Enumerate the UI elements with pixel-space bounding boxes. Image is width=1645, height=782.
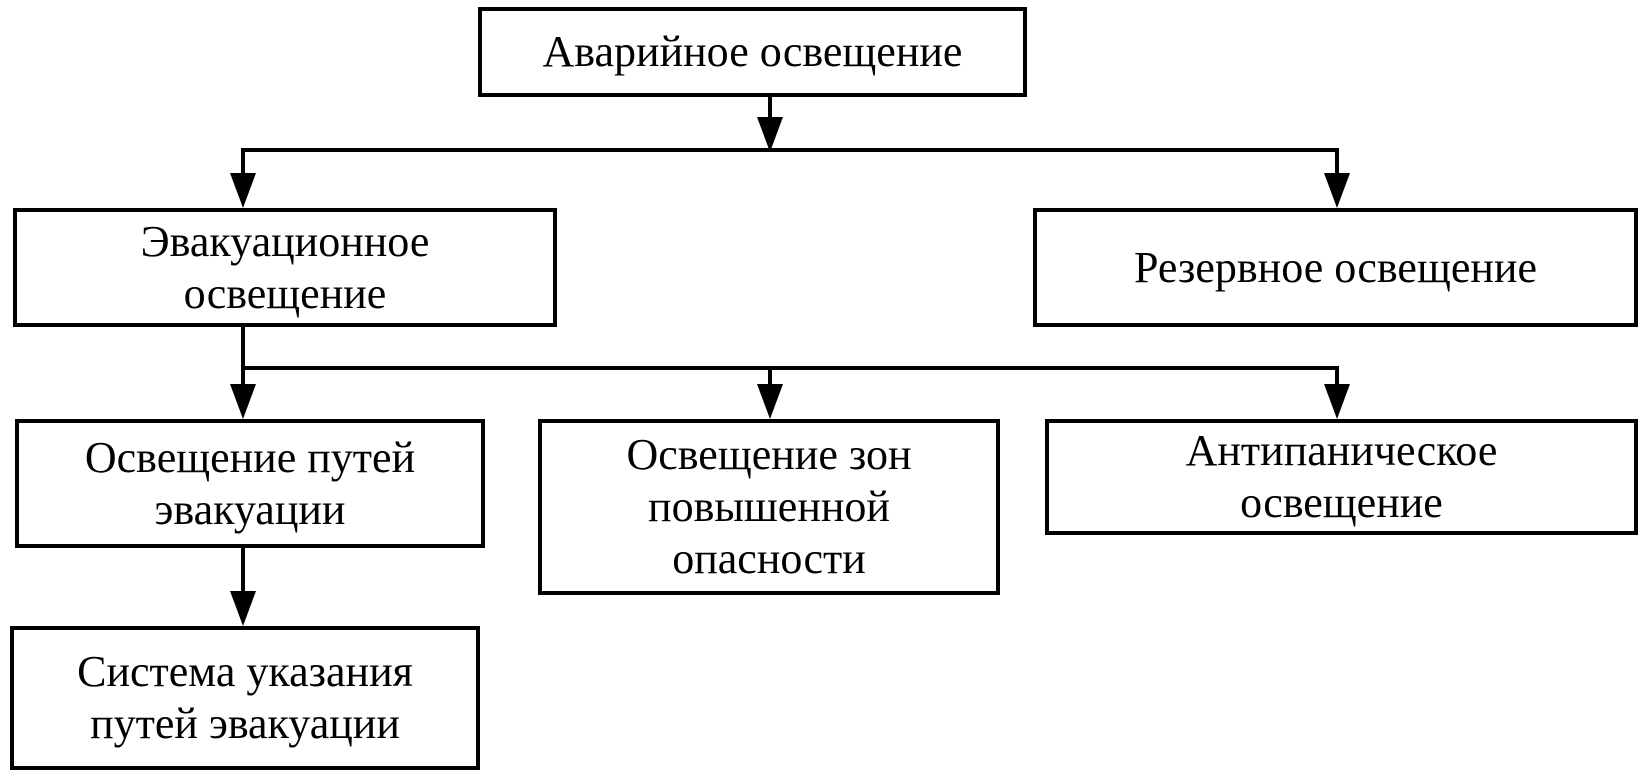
node-label: Система указания путей эвакуации xyxy=(77,647,413,748)
node-reserve-lighting: Резервное освещение xyxy=(1033,208,1638,327)
arrow-down-icon xyxy=(230,591,256,626)
node-evacuation-lighting: Эвакуационное освещение xyxy=(13,208,557,327)
node-label: Аварийное освещение xyxy=(542,27,963,77)
edge-to-zones xyxy=(757,366,783,419)
edge-paths-to-signage xyxy=(230,548,256,626)
node-label: Резервное освещение xyxy=(1134,242,1537,292)
node-label: Антипаническое освещение xyxy=(1185,426,1498,527)
node-emergency-lighting: Аварийное освещение xyxy=(478,7,1027,97)
node-high-danger-zone-lighting: Освещение зон повышенной опасности xyxy=(538,419,1000,595)
node-evacuation-path-lighting: Освещение путей эвакуации xyxy=(15,419,485,548)
node-label: Освещение зон повышенной опасности xyxy=(626,430,912,583)
arrow-down-icon xyxy=(1324,173,1350,208)
edge-to-evac xyxy=(230,148,256,208)
edge-evac-stem xyxy=(230,327,256,419)
arrow-down-icon xyxy=(230,384,256,419)
edge-to-reserve xyxy=(1324,148,1350,208)
arrow-down-icon xyxy=(757,117,783,152)
node-label: Эвакуационное освещение xyxy=(140,216,430,318)
node-label: Освещение путей эвакуации xyxy=(84,432,416,534)
arrow-down-icon xyxy=(230,173,256,208)
node-evacuation-path-signage-system: Система указания путей эвакуации xyxy=(10,626,480,770)
arrow-down-icon xyxy=(1324,384,1350,419)
edge-to-antipanic xyxy=(1324,366,1350,419)
node-anti-panic-lighting: Антипаническое освещение xyxy=(1045,419,1638,535)
arrow-down-icon xyxy=(757,384,783,419)
edge-root-stem xyxy=(757,97,783,152)
